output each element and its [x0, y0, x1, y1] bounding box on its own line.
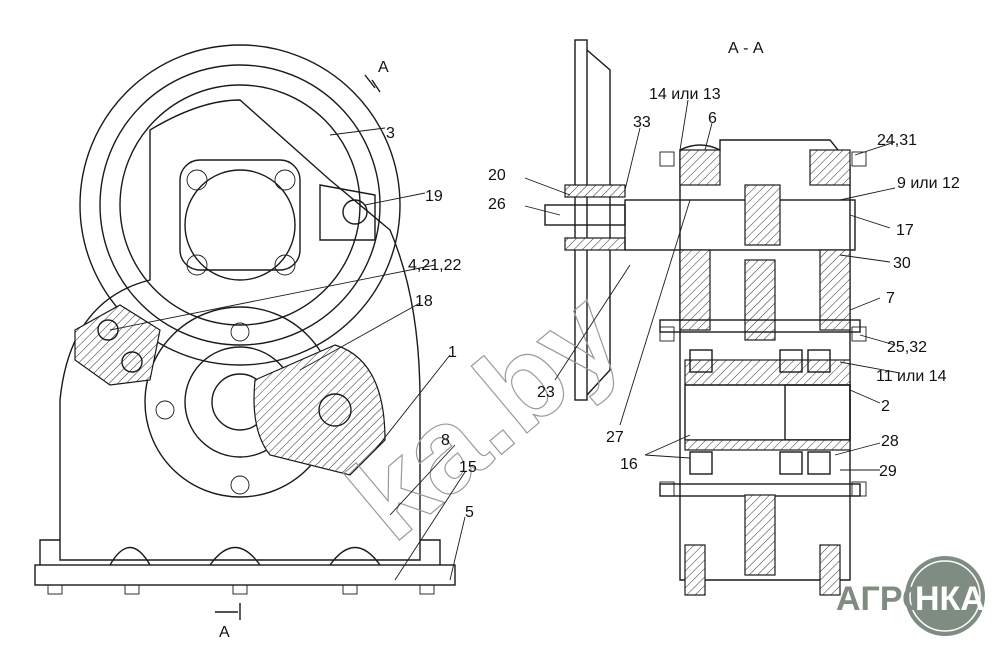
callout-19: 19: [425, 188, 443, 205]
callout-23: 23: [537, 384, 555, 401]
callout-28: 28: [881, 433, 899, 450]
callout-25-32: 25,32: [887, 339, 927, 356]
callout-6: 6: [708, 110, 717, 127]
callout-9-or-12: 9 или 12: [897, 175, 960, 192]
callout-26: 26: [488, 196, 506, 213]
callout-16: 16: [620, 456, 638, 473]
callout-7: 7: [886, 290, 895, 307]
callout-29: 29: [879, 463, 897, 480]
callout-27: 27: [606, 429, 624, 446]
section-mark-bottom: А: [219, 624, 230, 641]
callout-4-21-22: 4,21,22: [408, 257, 461, 274]
logo-text-left: АГРО: [836, 580, 929, 618]
section-mark-top: А: [378, 59, 389, 76]
callout-11-or-14: 11 или 14: [876, 368, 947, 385]
callout-5: 5: [465, 504, 474, 521]
callout-15: 15: [459, 459, 477, 476]
front-view: [34, 44, 456, 620]
callout-18: 18: [415, 293, 433, 310]
callout-8: 8: [441, 432, 450, 449]
callout-17: 17: [896, 222, 914, 239]
leader-lines: [109, 99, 901, 581]
section-view-a-a: [544, 39, 867, 596]
callout-2: 2: [881, 398, 890, 415]
agronka-logo: АГРО НКА: [836, 556, 985, 636]
section-title: А - А: [728, 40, 764, 57]
callout-20: 20: [488, 167, 506, 184]
callout-24-31: 24,31: [877, 132, 917, 149]
callout-30: 30: [893, 255, 911, 272]
callout-3: 3: [386, 125, 395, 142]
callout-1: 1: [448, 344, 457, 361]
callout-14-or-13: 14 или 13: [649, 86, 721, 103]
logo-text-right: НКА: [915, 580, 985, 618]
callout-33: 33: [633, 114, 651, 131]
